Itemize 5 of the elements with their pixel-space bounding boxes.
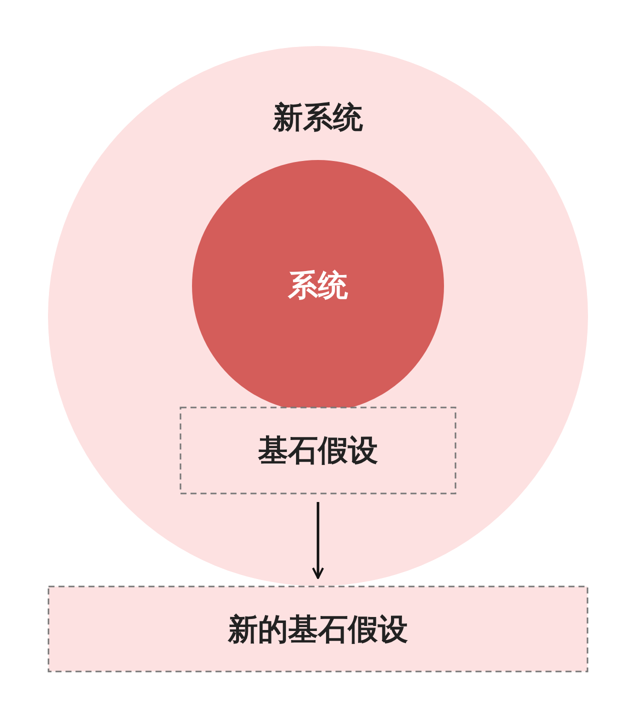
node-label: 系统 — [288, 268, 348, 306]
node-label: 新的基石假设 — [228, 612, 408, 650]
arrow — [312, 502, 324, 579]
node-label: 基石假设 — [258, 432, 378, 470]
node-label: 新系统 — [273, 100, 363, 138]
